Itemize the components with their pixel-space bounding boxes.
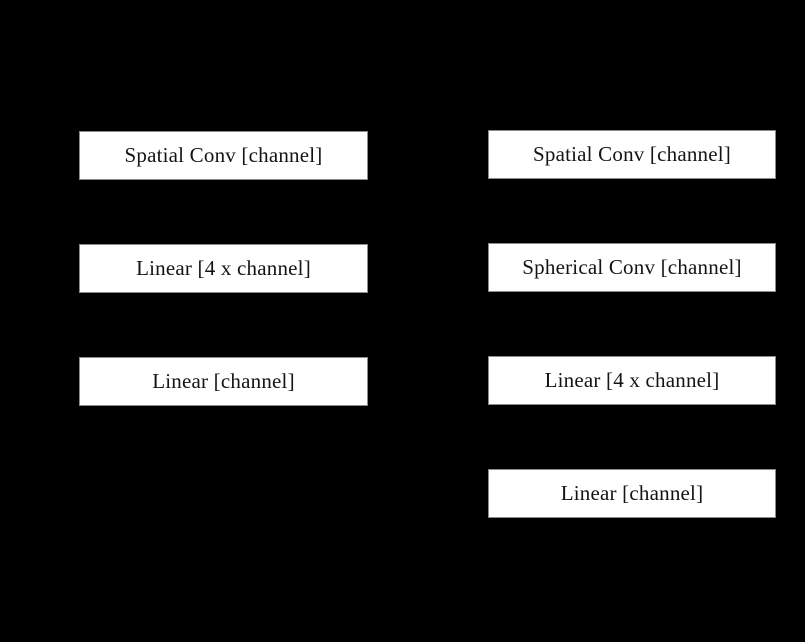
box-linear-4x-channel-left: Linear [4 x channel] bbox=[79, 244, 368, 293]
box-spatial-conv-right: Spatial Conv [channel] bbox=[488, 130, 776, 179]
box-spatial-conv-left: Spatial Conv [channel] bbox=[79, 131, 368, 180]
box-label: Spherical Conv [channel] bbox=[522, 255, 742, 279]
box-label: Spatial Conv [channel] bbox=[124, 143, 323, 167]
box-spherical-conv-right: Spherical Conv [channel] bbox=[488, 243, 776, 292]
box-label: Linear [channel] bbox=[560, 481, 704, 505]
box-linear-channel-right: Linear [channel] bbox=[488, 469, 776, 518]
box-label: Spatial Conv [channel] bbox=[532, 142, 731, 166]
box-label: Linear [channel] bbox=[152, 369, 295, 393]
box-linear-4x-channel-right: Linear [4 x channel] bbox=[488, 356, 776, 405]
box-label: Linear [4 x channel] bbox=[544, 368, 720, 392]
box-linear-channel-left: Linear [channel] bbox=[79, 357, 368, 406]
box-label: Linear [4 x channel] bbox=[136, 256, 311, 280]
